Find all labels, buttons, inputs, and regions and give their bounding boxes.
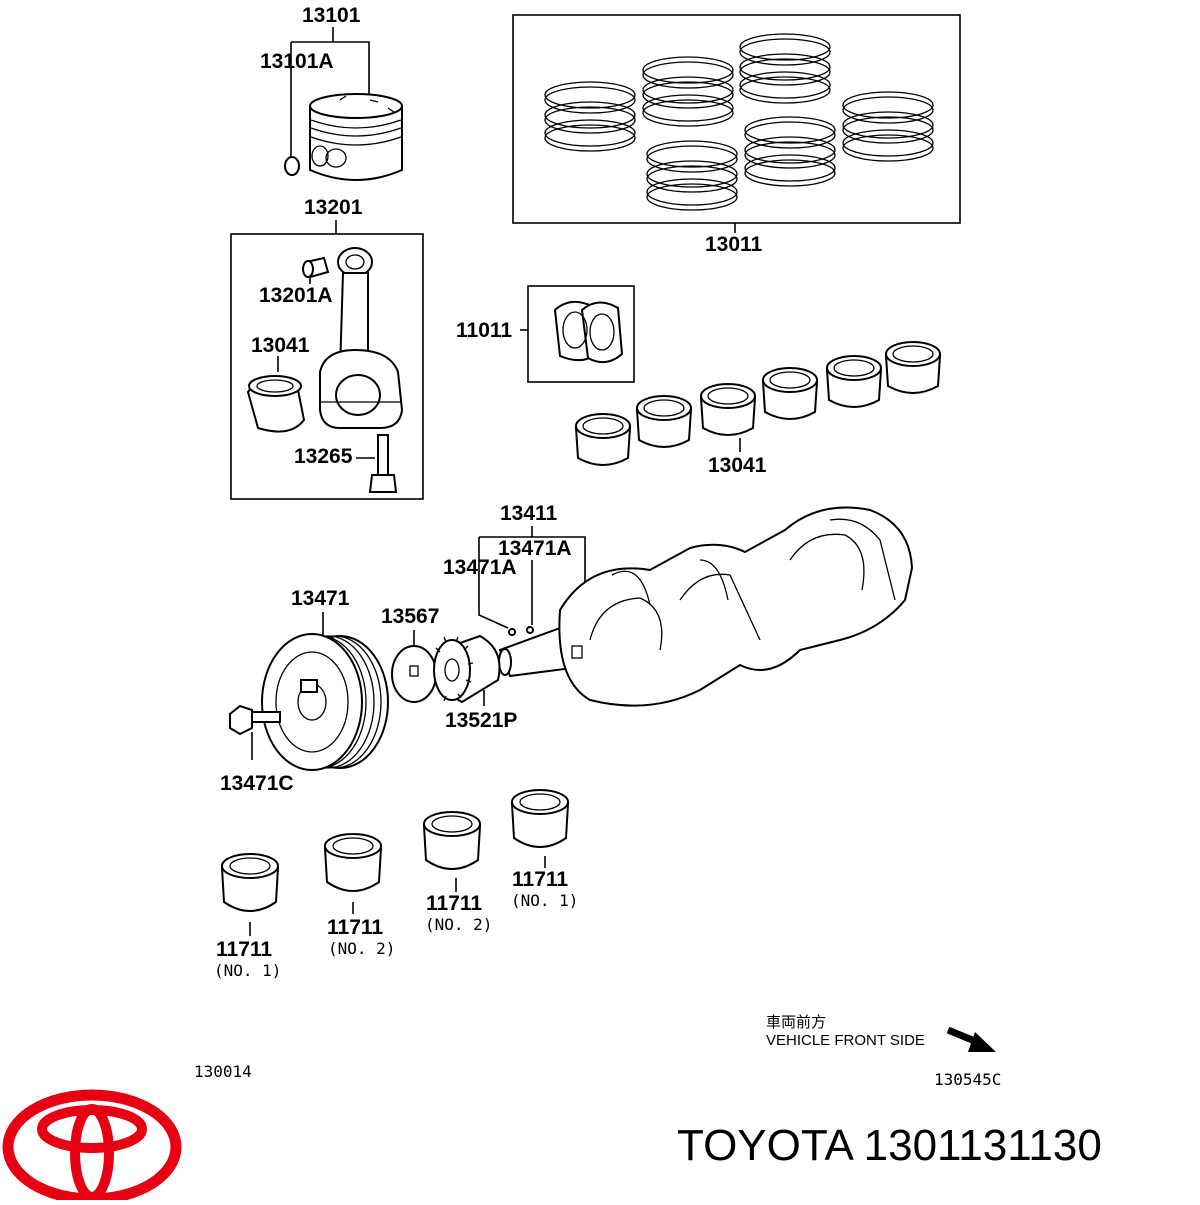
ring-stack-4 xyxy=(842,91,934,162)
crankshaft-part xyxy=(498,506,914,707)
gasket-group: 11011 xyxy=(456,285,635,383)
label-snap-ring: 13101A xyxy=(260,50,334,73)
ring-stack-3 xyxy=(739,33,831,104)
pulley-bolt-part xyxy=(229,704,281,736)
pulley-group: 13471 13471C xyxy=(220,587,389,795)
front-arrow-icon xyxy=(946,1026,996,1052)
shell-bearing-2 xyxy=(635,395,693,448)
label-conrod-bolt: 13265 xyxy=(294,445,353,468)
piston-part xyxy=(309,93,403,181)
label-pulley: 13471 xyxy=(291,587,350,610)
label-conrod-assy: 13201 xyxy=(304,196,363,219)
label-piston-assy: 13101 xyxy=(302,4,361,27)
label-main-bearing-1-sub: (NO. 1) xyxy=(214,961,281,980)
diagram-code: 130545C xyxy=(934,1070,1001,1089)
shell-bearing-4 xyxy=(761,367,819,420)
gasket-box xyxy=(527,285,635,383)
conrod-part xyxy=(319,247,404,429)
label-piston-ring-set: 13011 xyxy=(705,233,763,256)
timing-gear-part xyxy=(433,634,501,704)
label-timing-gear: 13521P xyxy=(445,709,517,732)
direction-japanese: 車両前方 xyxy=(766,1014,826,1031)
ring-stack-2 xyxy=(642,56,734,127)
label-main-bearing-2-sub: (NO. 2) xyxy=(328,939,395,958)
direction-english: VEHICLE FRONT SIDE xyxy=(766,1032,925,1049)
main-bearing-3-part xyxy=(422,811,482,870)
label-plate: 13567 xyxy=(381,605,439,628)
crankshaft-group: 13411 13471A 13471A xyxy=(443,502,914,707)
shell-bearing-1 xyxy=(574,413,632,466)
label-pulley-bolt: 13471C xyxy=(220,772,294,795)
conrod-bushing-part xyxy=(302,256,330,279)
plate-part xyxy=(391,645,437,703)
label-crank-pin-a: 13471A xyxy=(498,537,572,560)
conrod-group: 13201 13201A 13041 13265 xyxy=(230,196,424,500)
main-bearing-4-part xyxy=(510,789,570,848)
brand-part-number: TOYOTA 1301131130 xyxy=(677,1121,1102,1170)
snap-ring-part xyxy=(284,156,300,176)
label-main-bearing-3: 11711 xyxy=(426,892,482,915)
timing-gear-group: 13521P xyxy=(433,634,517,732)
conrod-bolt-part xyxy=(368,434,398,493)
plate-group: 13567 xyxy=(381,605,439,703)
label-conrod-bearing: 13041 xyxy=(251,334,310,357)
label-main-bearing-3-sub: (NO. 2) xyxy=(425,915,492,934)
label-overhaul-gasket: 11011 xyxy=(456,319,512,342)
label-main-bearing-2: 11711 xyxy=(327,916,383,939)
label-main-bearing-4-sub: (NO. 1) xyxy=(511,891,578,910)
bearing-row-group: 13041 xyxy=(574,341,942,477)
piston-ring-set-group: 13011 xyxy=(512,14,961,256)
pulley-part xyxy=(261,633,389,771)
label-crankshaft: 13411 xyxy=(500,502,558,525)
main-bearing-2-part xyxy=(323,833,383,892)
ring-stack-6 xyxy=(646,140,738,211)
label-conrod-bushing: 13201A xyxy=(259,284,333,307)
illustration-code: 130014 xyxy=(194,1062,252,1081)
piston-group: 13101 13101A xyxy=(260,4,403,181)
shell-bearing-5 xyxy=(825,355,883,408)
label-main-bearing-1: 11711 xyxy=(216,938,272,961)
label-crank-bearing-set: 13041 xyxy=(708,454,767,477)
conrod-bearing-part xyxy=(246,375,306,433)
shell-bearing-3 xyxy=(699,383,757,436)
label-main-bearing-4: 11711 xyxy=(512,868,568,891)
gasket-bearing-part xyxy=(553,300,624,364)
main-bearings-group: 11711 (NO. 1) 11711 (NO. 2) 11711 (NO. 2… xyxy=(214,789,578,980)
conrod-box xyxy=(230,233,424,500)
ring-stack-5 xyxy=(744,116,836,187)
ring-stack-1 xyxy=(544,81,636,152)
piston-ring-box xyxy=(512,14,961,224)
shell-bearing-6 xyxy=(884,341,942,394)
toyota-logo-icon xyxy=(2,1089,182,1205)
main-bearing-1-part xyxy=(220,853,280,912)
